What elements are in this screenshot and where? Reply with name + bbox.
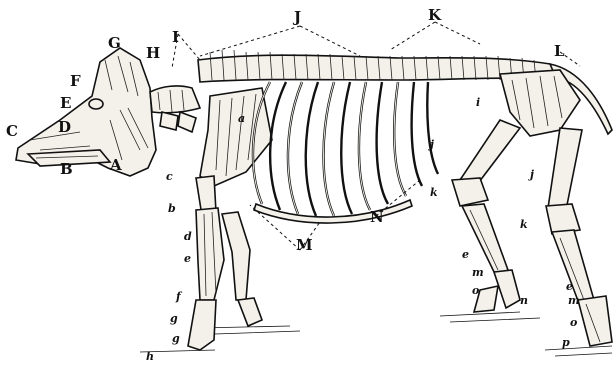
label-a: a [238, 112, 245, 125]
label-e-3: e [566, 280, 573, 293]
label-g-2: g [172, 332, 180, 345]
skull [16, 48, 156, 176]
label-M: M [296, 236, 313, 254]
label-g: g [170, 312, 178, 325]
label-e-2: e [462, 248, 469, 261]
fore-limb [188, 176, 262, 350]
label-B: B [60, 160, 73, 178]
label-m: m [472, 266, 484, 279]
label-k: k [430, 186, 438, 199]
label-C: C [6, 122, 18, 140]
label-i: i [476, 96, 480, 109]
hind-limb-far [546, 128, 612, 346]
label-L: L [554, 42, 565, 60]
label-j-2: j [528, 168, 534, 181]
label-F: F [70, 72, 81, 90]
label-G: G [108, 34, 121, 52]
label-d: d [184, 230, 192, 243]
label-o-2: o [570, 316, 577, 329]
label-p: p [562, 336, 570, 349]
label-J: J [292, 8, 301, 26]
ribcage [253, 82, 438, 223]
label-o: o [472, 284, 479, 297]
label-b: b [168, 202, 176, 215]
label-E: E [60, 94, 71, 112]
label-K: K [428, 6, 442, 24]
label-m-2: m [568, 294, 580, 307]
label-H: H [146, 44, 160, 62]
label-A: A [109, 156, 122, 174]
label-h: h [146, 350, 154, 363]
label-D: D [58, 118, 71, 136]
label-e: e [184, 252, 191, 265]
label-n: n [520, 294, 528, 307]
label-c: c [166, 170, 173, 183]
label-N: N [370, 208, 384, 226]
label-f: f [175, 290, 183, 303]
hind-limb-near [452, 120, 520, 312]
cervical-vertebrae [150, 86, 200, 132]
label-k-2: k [520, 218, 528, 231]
label-I: I [172, 28, 179, 46]
